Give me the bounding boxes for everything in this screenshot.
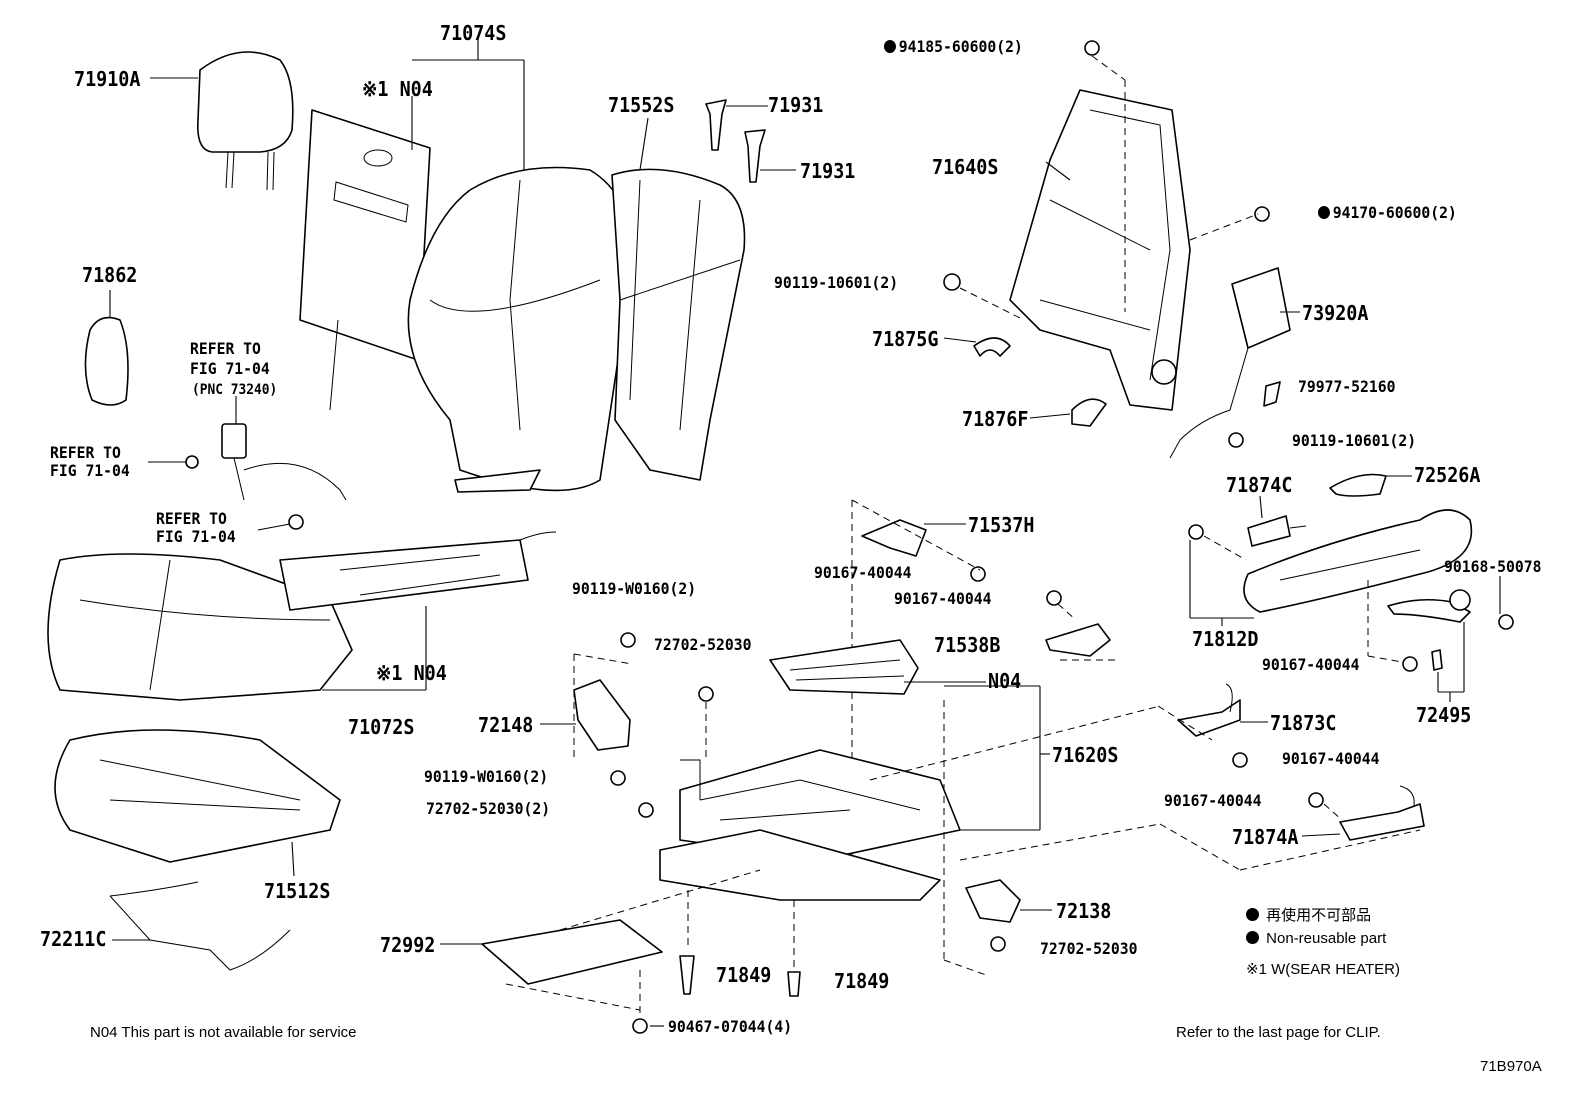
- non-reusable-dot-icon: [884, 40, 896, 53]
- label-71873C: 71873C: [1270, 711, 1337, 735]
- refer-mid-line1: REFER TO: [50, 443, 121, 462]
- label-n04-low: ※1 N04: [376, 661, 447, 685]
- label-72702-a: 72702-52030: [654, 635, 752, 654]
- legend-en: Non-reusable part: [1246, 930, 1386, 947]
- label-71849-b: 71849: [834, 969, 890, 993]
- label-90119-w0160-a: 90119-W0160(2): [572, 579, 697, 598]
- label-72211C: 72211C: [40, 927, 107, 951]
- bracket-72148: [540, 632, 714, 818]
- label-71931-a: 71931: [768, 93, 824, 117]
- label-71512S: 71512S: [264, 879, 331, 903]
- label-90167-b: 90167-40044: [894, 589, 992, 608]
- label-71537H: 71537H: [968, 513, 1035, 537]
- refer-top-line2: FIG 71-04: [190, 359, 270, 378]
- seat-cushion-pad: [54, 729, 341, 877]
- label-90119-10601-a: 90119-10601(2): [774, 273, 899, 292]
- label-n04-mid: N04: [988, 669, 1022, 693]
- label-71931-b: 71931: [800, 159, 856, 183]
- back-heater-mat: [299, 40, 525, 411]
- footer-n04-note: N04 This part is not available for servi…: [90, 1024, 357, 1041]
- non-reusable-dot-icon: [1318, 206, 1330, 219]
- label-71538B: 71538B: [934, 633, 1001, 657]
- label-94185: 94185-60600(2): [884, 38, 1023, 56]
- footer-clip-note: Refer to the last page for CLIP.: [1176, 1024, 1381, 1041]
- refer-mid-line2: FIG 71-04: [50, 461, 130, 480]
- cushion-heater-mat: [279, 531, 557, 611]
- label-71074S: 71074S: [440, 21, 507, 45]
- non-reusable-dot-icon: [1246, 931, 1259, 944]
- bracket-71537H: [851, 499, 986, 860]
- label-71072S: 71072S: [348, 715, 415, 739]
- label-71552S: 71552S: [608, 93, 675, 117]
- label-71874C: 71874C: [1226, 473, 1293, 497]
- label-90167-c: 90167-40044: [1262, 655, 1360, 674]
- lever-72495: [1367, 576, 1514, 702]
- refer-low-line1: REFER TO: [156, 509, 227, 528]
- seat-adjuster: [659, 685, 1161, 976]
- diagram-id: 71B970A: [1480, 1058, 1542, 1075]
- refer-low-line2: FIG 71-04: [156, 527, 236, 546]
- wire-72211C: [109, 881, 291, 971]
- cover-71876F: [1029, 398, 1107, 427]
- cover-plate-72992: [440, 869, 761, 1014]
- label-72138: 72138: [1056, 899, 1112, 923]
- label-72702-c: 72702-52030: [1040, 939, 1138, 958]
- legend-jp: 再使用不可部品: [1246, 904, 1371, 925]
- label-71874A: 71874A: [1232, 825, 1299, 849]
- legend-jp-text: 再使用不可部品: [1266, 907, 1372, 924]
- label-90167-e: 90167-40044: [1164, 791, 1262, 810]
- clip-71849: [632, 890, 801, 1034]
- label-n04-top: ※1 N04: [362, 77, 433, 101]
- non-reusable-dot-icon: [1246, 908, 1259, 921]
- side-shield: [1188, 509, 1473, 626]
- label-71862: 71862: [82, 263, 138, 287]
- cover-71875G: [943, 337, 1011, 357]
- label-72495: 72495: [1416, 703, 1472, 727]
- mesh-n04: [769, 639, 986, 695]
- label-73920A: 73920A: [1302, 301, 1369, 325]
- refer-top-line3: (PNC 73240): [192, 382, 278, 398]
- label-90168: 90168-50078: [1444, 557, 1542, 576]
- label-72992: 72992: [380, 933, 436, 957]
- label-79977: 79977-52160: [1298, 377, 1396, 396]
- label-94170-text: 94170-60600(2): [1332, 203, 1457, 222]
- label-72526A: 72526A: [1414, 463, 1481, 487]
- headrest-part: [150, 51, 294, 191]
- cover-72138: [965, 879, 1052, 952]
- label-90167-a: 90167-40044: [814, 563, 912, 582]
- label-94185-text: 94185-60600(2): [898, 37, 1023, 56]
- label-71910A: 71910A: [74, 67, 141, 91]
- label-71640S: 71640S: [932, 155, 999, 179]
- label-90119-w0160-b: 90119-W0160(2): [424, 767, 549, 786]
- seat-back-pad: [611, 117, 746, 481]
- label-71812D: 71812D: [1192, 627, 1259, 651]
- label-90167-d: 90167-40044: [1282, 749, 1380, 768]
- cover-71862: [84, 290, 129, 406]
- label-72148: 72148: [478, 713, 534, 737]
- label-71849-a: 71849: [716, 963, 772, 987]
- label-90119-10601-b: 90119-10601(2): [1292, 431, 1417, 450]
- cover-71874C: [1247, 495, 1307, 547]
- refer-top-line1: REFER TO: [190, 339, 261, 358]
- bracket-71538B: [1045, 590, 1120, 661]
- heater-ecu: [1169, 267, 1300, 459]
- label-71876F: 71876F: [962, 407, 1029, 431]
- seat-belt-buckle: [148, 396, 347, 531]
- bracket-71873C: [1157, 683, 1268, 768]
- legend-heater-note: ※1 W(SEAR HEATER): [1246, 961, 1400, 978]
- label-71620S: 71620S: [1052, 743, 1119, 767]
- label-94170: 94170-60600(2): [1318, 204, 1457, 222]
- knob-72526A: [1329, 473, 1412, 497]
- label-72702-b: 72702-52030(2): [426, 799, 551, 818]
- legend-en-text: Non-reusable part: [1266, 930, 1387, 947]
- label-90467: 90467-07044(4): [668, 1017, 793, 1036]
- seat-cushion-cover: [47, 553, 427, 701]
- bracket-71874A: [959, 785, 1425, 871]
- seat-back-frame: [943, 40, 1270, 411]
- clip-71931: [705, 99, 796, 183]
- seat-back-cover: [407, 166, 633, 493]
- label-71875G: 71875G: [872, 327, 939, 351]
